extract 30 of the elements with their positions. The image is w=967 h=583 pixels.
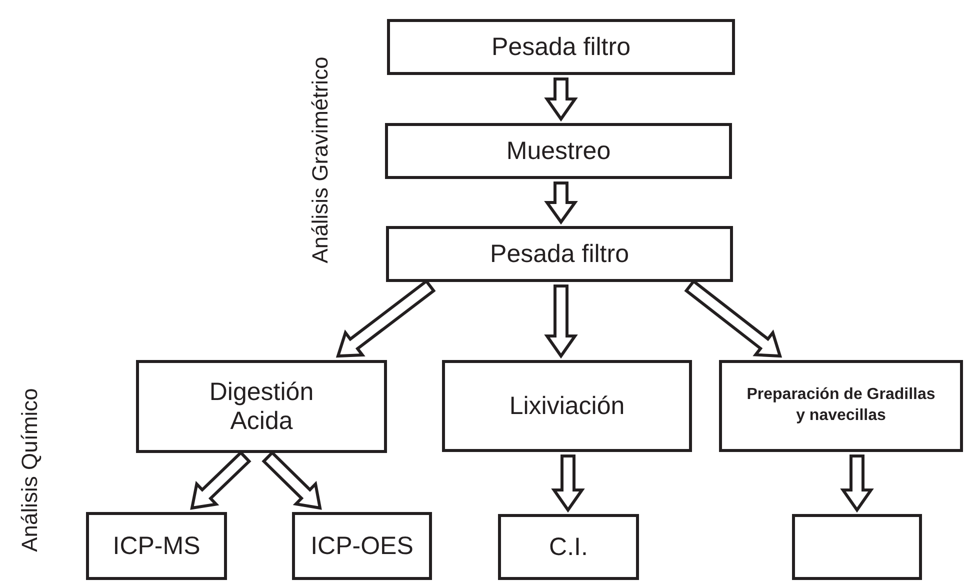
process-box	[719, 360, 963, 452]
block-arrow	[262, 450, 322, 510]
process-box	[385, 123, 732, 179]
box-label: C.I.	[549, 532, 588, 562]
process-box	[442, 360, 692, 452]
block-arrow	[190, 450, 252, 510]
box-label: Muestreo	[506, 136, 611, 166]
process-box	[498, 514, 639, 580]
process-box	[386, 226, 733, 282]
block-arrow	[684, 279, 782, 358]
process-box	[86, 512, 227, 580]
empty-box	[792, 514, 922, 580]
box-label: ICP-MS	[112, 532, 200, 560]
axis-title: Análisis Gravimétrico	[306, 56, 333, 264]
box-label: Digestión Acida	[208, 378, 315, 436]
block-arrow	[840, 454, 874, 513]
box-label: Pesada filtro	[490, 240, 629, 268]
process-box	[136, 360, 387, 453]
process-box	[387, 19, 735, 75]
block-arrow	[336, 279, 436, 358]
axis-title: Análisis Químico	[16, 388, 43, 552]
box-label: Preparación de Gradillas y navecillas	[746, 385, 936, 426]
block-arrow	[544, 284, 578, 359]
process-box	[292, 512, 432, 580]
block-arrow	[544, 182, 578, 225]
box-label: Pesada filtro	[492, 32, 630, 62]
box-label: Lixiviación	[509, 392, 625, 420]
block-arrow	[551, 454, 585, 513]
box-label: ICP-OES	[310, 532, 414, 560]
block-arrow	[544, 78, 578, 122]
